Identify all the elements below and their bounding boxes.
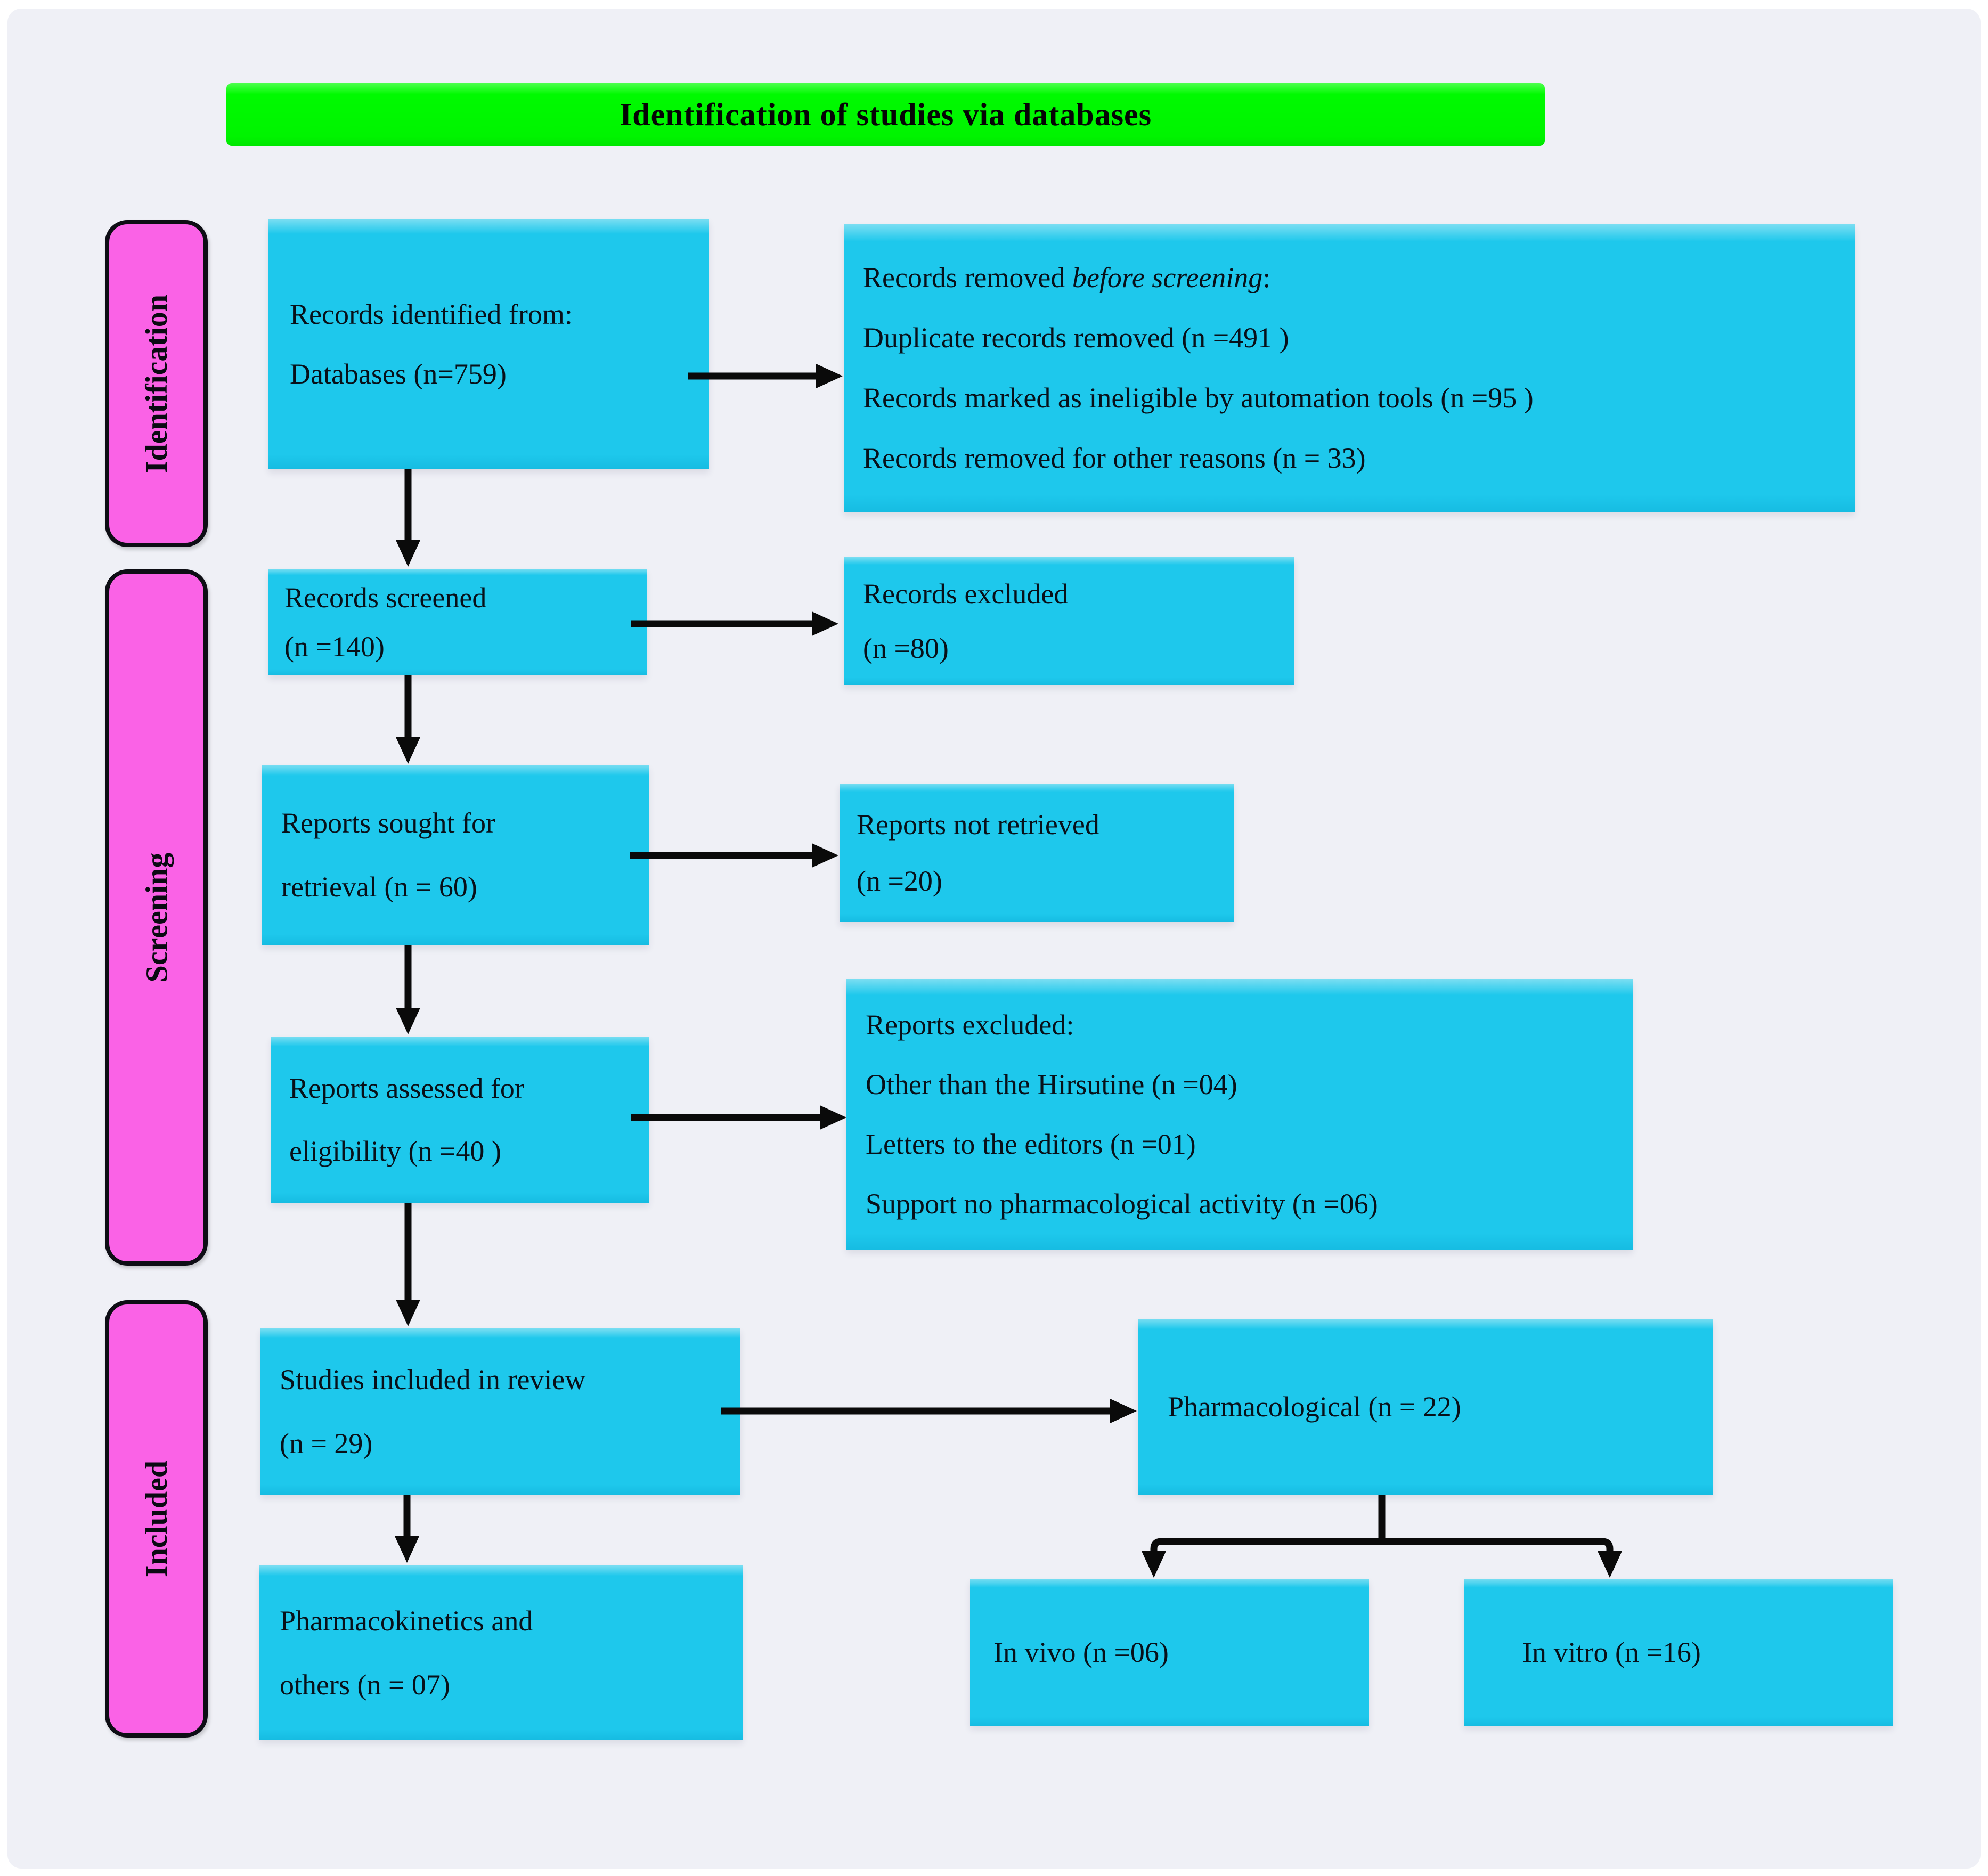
box-pharmacological: Pharmacological (n = 22) xyxy=(1138,1319,1713,1495)
reports-not-retrieved-line-2: (n =20) xyxy=(857,865,942,897)
arrow-screened-to-sought xyxy=(396,675,420,764)
box-reports-assessed-for-eligibility: Reports assessed for eligibility (n =40 … xyxy=(271,1037,649,1203)
box-in-vivo: In vivo (n =06) xyxy=(970,1579,1369,1726)
stage-label-included: Included xyxy=(105,1300,208,1738)
reports-assessed-line-1: Reports assessed for xyxy=(289,1072,524,1104)
stage-label-included-text: Included xyxy=(139,1460,174,1578)
reports-sought-line-2: retrieval (n = 60) xyxy=(281,871,477,903)
diagram-canvas: Identification of studies via databases … xyxy=(7,9,1981,1869)
arrow-identified-to-removed xyxy=(688,364,843,388)
arrow-screened-to-excluded xyxy=(631,611,838,636)
records-excluded-line-1: Records excluded xyxy=(863,578,1069,610)
reports-excluded-line-2: Other than the Hirsutine (n =04) xyxy=(866,1068,1237,1100)
pharmacological-label: Pharmacological (n = 22) xyxy=(1168,1391,1461,1423)
arrow-studies-to-pharmacokinetics xyxy=(395,1495,419,1563)
studies-included-line-2: (n = 29) xyxy=(280,1428,373,1459)
box-reports-sought-for-retrieval: Reports sought for retrieval (n = 60) xyxy=(262,765,649,945)
reports-sought-line-1: Reports sought for xyxy=(281,807,495,839)
arrow-sought-to-not-retrieved xyxy=(630,843,838,868)
box-records-screened: Records screened (n =140) xyxy=(268,569,647,675)
records-removed-line-1-prefix: Records removed xyxy=(863,262,1072,293)
box-reports-excluded: Reports excluded: Other than the Hirsuti… xyxy=(846,979,1633,1250)
records-excluded-line-2: (n =80) xyxy=(863,632,949,664)
box-records-identified: Records identified from: Databases (n=75… xyxy=(268,219,709,469)
pharmacokinetics-line-2: others (n = 07) xyxy=(280,1668,450,1701)
records-identified-line-2: Databases (n=759) xyxy=(290,358,507,390)
records-screened-line-2: (n =140) xyxy=(284,631,385,663)
box-studies-included-in-review: Studies included in review (n = 29) xyxy=(260,1328,740,1495)
arrow-assessed-to-reports-excluded xyxy=(631,1105,846,1130)
diagram-title: Identification of studies via databases xyxy=(619,96,1152,132)
reports-not-retrieved-line-1: Reports not retrieved xyxy=(857,809,1099,841)
records-identified-line-1: Records identified from: xyxy=(290,298,573,330)
arrow-sought-to-assessed xyxy=(396,945,420,1034)
records-screened-line-1: Records screened xyxy=(284,582,487,614)
records-removed-line-1: Records removed before screening: xyxy=(863,248,1855,308)
records-removed-line-2: Duplicate records removed (n =491 ) xyxy=(863,322,1289,354)
stage-label-identification-text: Identification xyxy=(139,294,174,473)
pharmacokinetics-line-1: Pharmacokinetics and xyxy=(280,1604,533,1637)
stage-label-screening: Screening xyxy=(105,569,208,1266)
reports-excluded-line-1: Reports excluded: xyxy=(866,1009,1074,1041)
box-records-excluded: Records excluded (n =80) xyxy=(844,557,1294,685)
title-banner: Identification of studies via databases xyxy=(226,83,1545,146)
records-removed-line-3: Records marked as ineligible by automati… xyxy=(863,382,1534,414)
arrow-studies-to-pharmacological xyxy=(721,1399,1137,1423)
studies-included-line-1: Studies included in review xyxy=(280,1364,586,1396)
in-vitro-label: In vitro (n =16) xyxy=(1522,1636,1701,1668)
records-removed-line-4: Records removed for other reasons (n = 3… xyxy=(863,442,1366,474)
stage-label-screening-text: Screening xyxy=(139,852,174,983)
arrow-assessed-to-studies-included xyxy=(396,1203,420,1326)
brace-pharmacological-split xyxy=(1142,1495,1622,1578)
in-vivo-label: In vivo (n =06) xyxy=(993,1636,1169,1668)
box-records-removed-before-screening: Records removed before screening: Duplic… xyxy=(844,224,1855,512)
reports-excluded-line-4: Support no pharmacological activity (n =… xyxy=(866,1188,1378,1220)
stage-label-identification: Identification xyxy=(105,220,208,547)
records-removed-line-1-italic: before screening xyxy=(1072,262,1263,293)
records-removed-line-1-suffix: : xyxy=(1262,262,1271,293)
reports-excluded-line-3: Letters to the editors (n =01) xyxy=(866,1128,1196,1160)
reports-assessed-line-2: eligibility (n =40 ) xyxy=(289,1135,501,1167)
box-pharmacokinetics-and-others: Pharmacokinetics and others (n = 07) xyxy=(259,1565,743,1740)
box-reports-not-retrieved: Reports not retrieved (n =20) xyxy=(840,784,1234,922)
arrow-identified-to-screened xyxy=(396,469,420,567)
box-in-vitro: In vitro (n =16) xyxy=(1464,1579,1893,1726)
